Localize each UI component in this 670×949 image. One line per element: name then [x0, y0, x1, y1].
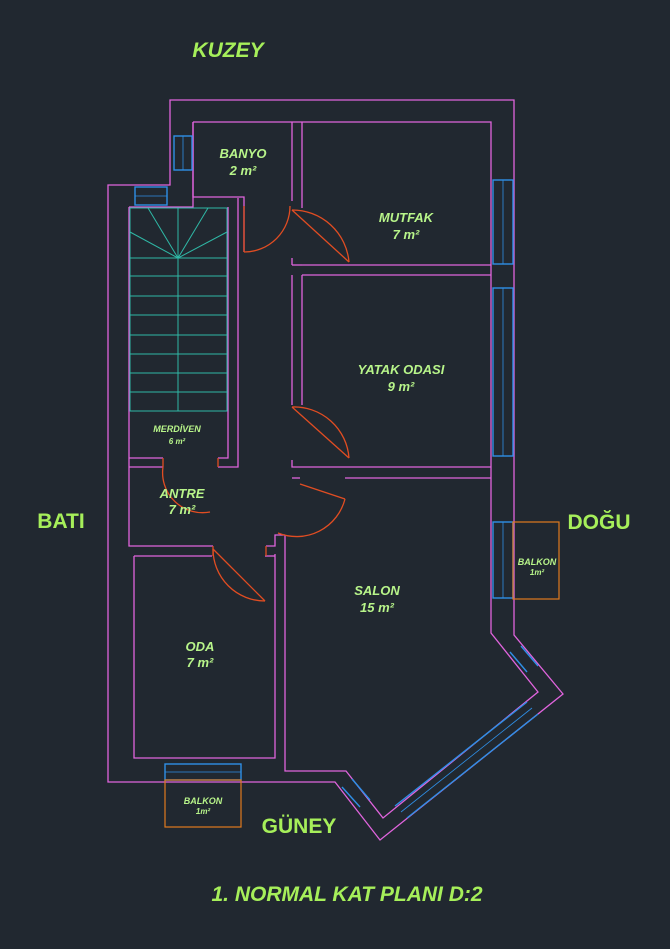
plan-title: 1. NORMAL KAT PLANI D:2 — [211, 883, 482, 906]
room-area-yatak-odasi: 9 m² — [388, 379, 415, 394]
room-name-balkon-south: BALKON — [184, 796, 223, 806]
room-area-antre: 7 m² — [169, 502, 196, 517]
south-label: GÜNEY — [262, 815, 337, 838]
room-area-merdiven: 6 m² — [169, 437, 186, 446]
east-label: DOĞU — [568, 510, 631, 534]
room-area-balkon-south: 1m² — [196, 807, 211, 816]
interior-walls — [129, 122, 491, 759]
balconies — [164, 521, 560, 828]
room-area-balkon-east: 1m² — [530, 568, 545, 577]
room-name-mutfak: MUTFAK — [379, 210, 435, 225]
outer-walls — [107, 99, 564, 841]
room-name-merdiven: MERDİVEN — [153, 424, 201, 434]
doors — [161, 205, 350, 602]
room-area-mutfak: 7 m² — [393, 227, 420, 242]
balcony-south — [164, 779, 242, 828]
room-area-banyo: 2 m² — [229, 163, 257, 178]
room-name-yatak-odasi: YATAK ODASI — [358, 362, 445, 377]
room-name-banyo: BANYO — [220, 146, 267, 161]
windows — [134, 135, 539, 819]
room-name-antre: ANTRE — [159, 486, 205, 501]
room-name-balkon-east: BALKON — [518, 557, 557, 567]
room-area-salon: 15 m² — [360, 600, 395, 615]
room-area-oda: 7 m² — [187, 655, 214, 670]
room-name-oda: ODA — [186, 639, 215, 654]
west-label: BATI — [37, 510, 84, 533]
balcony-east — [512, 521, 560, 600]
north-label: KUZEY — [192, 39, 265, 62]
staircase — [129, 207, 228, 412]
room-name-salon: SALON — [354, 583, 400, 598]
